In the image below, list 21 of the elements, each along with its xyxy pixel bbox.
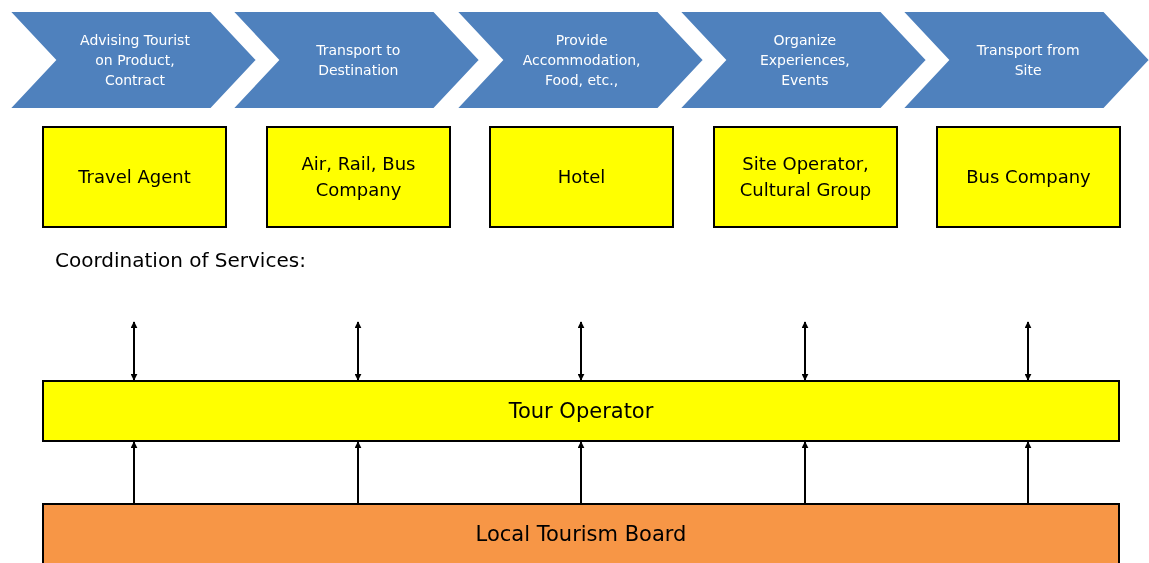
chevron-step: Transport to Destination xyxy=(231,10,482,110)
arrow xyxy=(577,441,585,504)
provider-box: Air, Rail, Bus Company xyxy=(266,126,451,228)
provider-box: Site Operator, Cultural Group xyxy=(713,126,898,228)
provider-box: Hotel xyxy=(489,126,674,228)
provider-box: Bus Company xyxy=(936,126,1121,228)
arrow xyxy=(354,321,362,381)
chevron-step: Advising Tourist on Product, Contract xyxy=(8,10,258,110)
board-bar: Local Tourism Board xyxy=(42,503,1120,563)
provider-box: Travel Agent xyxy=(42,126,227,228)
arrow xyxy=(801,441,809,504)
chevron-step: Transport from Site xyxy=(901,10,1149,110)
operator-bar: Tour Operator xyxy=(42,380,1120,442)
arrow xyxy=(801,321,809,381)
arrow xyxy=(1024,441,1032,504)
section-heading: Coordination of Services: xyxy=(55,248,306,272)
arrow xyxy=(354,441,362,504)
arrow xyxy=(130,441,138,504)
arrow xyxy=(1024,321,1032,381)
arrow xyxy=(130,321,138,381)
arrow xyxy=(577,321,585,381)
